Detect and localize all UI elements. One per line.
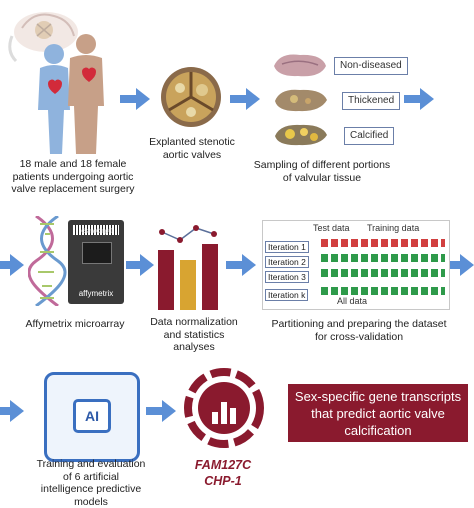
result-text: Sex-specific gene transcripts that predi… [294, 388, 462, 438]
iteration-row: Iteration 1 [265, 237, 445, 253]
arrow-right-icon [0, 254, 24, 276]
normalization-caption: Data normalization and statistics analys… [150, 316, 238, 353]
label-nondiseased: Non-diseased [334, 57, 408, 75]
dna-helix-icon [28, 216, 67, 306]
iteration-row: Iteration k [265, 285, 445, 301]
all-data-label: All data [337, 296, 368, 306]
ai-chip-core: AI [73, 399, 111, 433]
gene-fam127c: FAM127C [194, 458, 252, 472]
iteration-row: Iteration 2 [265, 252, 445, 268]
arrow-right-icon [226, 254, 256, 276]
chip-brand: affymetrix [78, 289, 114, 298]
training-caption: Training and evaluation of 6 artificial … [36, 458, 146, 508]
training-data-label: Training data [367, 223, 420, 233]
valves-caption: Explanted stenotic aortic valves [149, 136, 235, 161]
prediction-gauge-icon [184, 368, 264, 448]
arrow-right-icon [404, 88, 434, 110]
test-data-label: Test data [313, 223, 350, 233]
statistics-chart-icon [158, 225, 218, 310]
iteration-label: Iteration 1 [265, 241, 309, 253]
arrow-right-icon [126, 254, 154, 276]
chip-label: GeneChip® [81, 229, 113, 235]
sample-dots [321, 254, 445, 262]
ai-chip-icon: AI [44, 372, 140, 462]
label-calcified: Calcified [344, 127, 395, 145]
arrow-right-icon [450, 254, 474, 276]
sampling-caption: Sampling of different portions of valvul… [253, 159, 391, 184]
tissue-sample-nondiseased [274, 54, 326, 77]
gene-chp1: CHP-1 [204, 474, 242, 488]
iteration-label: Iteration 2 [265, 256, 309, 268]
ai-label: AI [85, 408, 99, 424]
result-box: Sex-specific gene transcripts that predi… [288, 384, 468, 442]
arrow-right-icon [146, 400, 176, 422]
sample-dots [321, 287, 445, 295]
cross-validation-panel: Test data Training data Iteration 1 Iter… [262, 220, 450, 310]
arrow-right-icon [0, 400, 24, 422]
label-thickened: Thickened [342, 92, 401, 110]
chip-barcode [73, 225, 119, 235]
iteration-label: Iteration k [265, 289, 309, 301]
iteration-row: Iteration 3 [265, 267, 445, 283]
microarray-caption: Affymetrix microarray [25, 318, 125, 330]
arrow-right-icon [230, 88, 260, 110]
partition-caption: Partitioning and preparing the dataset f… [271, 318, 447, 343]
patients-illustration [8, 12, 104, 154]
genechip-cartridge: GeneChip® affymetrix [68, 220, 124, 304]
patients-caption: 18 male and 18 female patients undergoin… [11, 158, 135, 195]
chip-window: GeneChip® [81, 229, 113, 264]
iteration-label: Iteration 3 [265, 271, 309, 283]
aortic-valve-image [161, 67, 221, 127]
sample-dots [321, 269, 445, 277]
arrow-right-icon [120, 88, 150, 110]
tissue-sample-thickened [275, 89, 327, 112]
tissue-sample-calcified [275, 124, 327, 146]
sample-dots [321, 239, 445, 247]
